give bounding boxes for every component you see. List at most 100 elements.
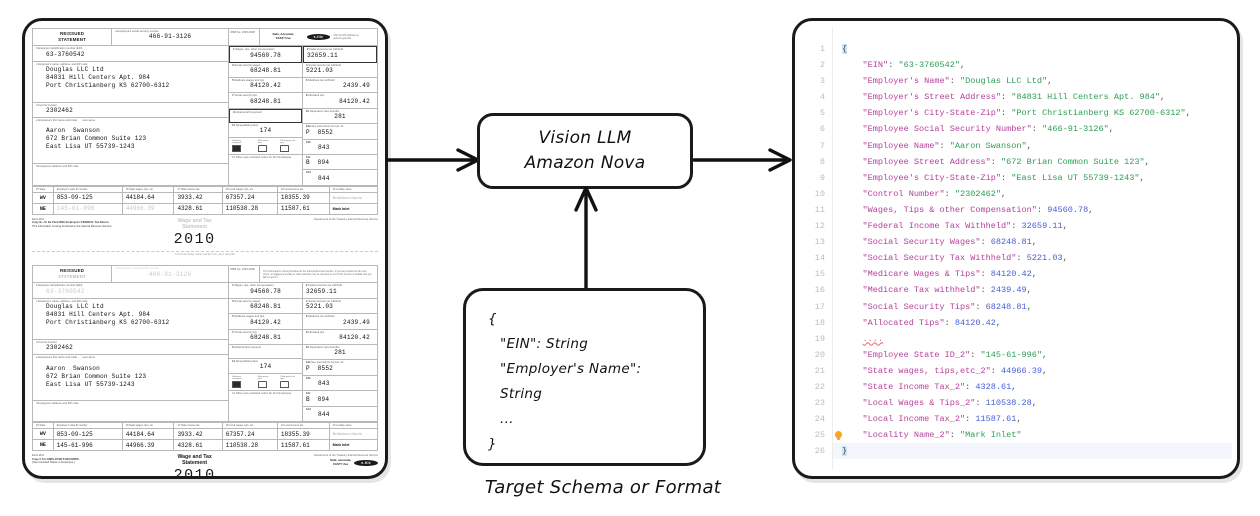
box-10-2: 10 Dependent care benefits 281 bbox=[303, 345, 377, 361]
employee-cell-2: e Employee's first name and initial Last… bbox=[33, 355, 229, 402]
box13-retirement: Retirement plan bbox=[257, 140, 273, 152]
ssn-value: 466-91-3126 bbox=[148, 33, 192, 41]
box-10: 10 Dependent care benefits 281 bbox=[303, 109, 377, 125]
code-line[interactable]: "Social Security Wages": 68248.81, bbox=[862, 237, 1037, 248]
w2-footer-copy-b: Form W-2 Copy B—To Be Filed With Employe… bbox=[32, 217, 378, 248]
employer-cell: c Employer's name, address, and ZIP code… bbox=[33, 62, 229, 103]
arrow-schema-to-model bbox=[574, 186, 598, 292]
code-line[interactable]: "Local Income Tax_2": 11587.61, bbox=[862, 414, 1022, 425]
w2-body-grid: b Employer identification number (EIN) 6… bbox=[32, 45, 378, 186]
box13-sickpay: Third-party sick pay bbox=[280, 140, 299, 152]
code-line[interactable]: } bbox=[833, 443, 1232, 460]
box-14-2: 14 Other (see enclosed notice for W-2 Em… bbox=[232, 391, 292, 395]
employee-street: 672 Brian Common Suite 123 bbox=[46, 135, 147, 143]
irs-website-note: Visit the IRS Website at www.irs.gov/efi… bbox=[333, 33, 359, 41]
code-editor-area[interactable]: { "EIN": "63-3760542", "Employer's Name"… bbox=[832, 27, 1232, 470]
line-number: 1 bbox=[819, 44, 825, 54]
checkbox-statutory-employee[interactable] bbox=[232, 144, 242, 152]
code-line[interactable]: "Employee's City-State-Zip": "East Lisa … bbox=[862, 172, 1145, 183]
reissued-text: REISSUED bbox=[60, 31, 85, 36]
line-number: 2 bbox=[819, 60, 825, 71]
code-line[interactable]: "Social Security Tax Withheld": 5221.03, bbox=[862, 253, 1068, 264]
reissued-statement-label: REISSUED STATEMENT bbox=[33, 29, 113, 46]
checkbox-retirement-plan-2[interactable] bbox=[257, 380, 267, 388]
w2-header: REISSUED STATEMENT a Employee's social s… bbox=[32, 28, 378, 46]
target-schema-box[interactable]: { "EIN": String "Employer's Name": Strin… bbox=[463, 288, 706, 466]
document-panel[interactable]: REISSUED STATEMENT a Employee's social s… bbox=[22, 18, 388, 479]
code-line[interactable]: "Employer's Street Address": "84831 Hill… bbox=[862, 92, 1166, 103]
lightbulb-icon[interactable] bbox=[835, 431, 842, 441]
checkbox-third-party-sick-pay-2[interactable] bbox=[280, 380, 290, 388]
checkbox-third-party-sick-pay[interactable] bbox=[280, 144, 290, 152]
employee-name: Aaron Swanson bbox=[46, 127, 101, 135]
code-line[interactable]: "State Income Tax_2": 4328.61, bbox=[862, 381, 1017, 392]
w2-boxes-col-even-2: 2 Federal income tax withheld 32659.11 4… bbox=[303, 283, 377, 421]
box-9: 9 Advance EIC payment bbox=[229, 108, 303, 123]
line-number: 14 bbox=[814, 253, 825, 264]
vision-llm-box[interactable]: Vision LLM Amazon Nova bbox=[477, 113, 693, 189]
w2-boxes-col-odd: 1 Wages, tips, other compensation 94560.… bbox=[229, 46, 304, 185]
box-12c: 12c B 894 bbox=[303, 155, 377, 171]
code-line[interactable]: "Control Number": "2302462", bbox=[862, 188, 1007, 199]
code-line[interactable]: "Employer's Name": "Douglas LLC Ltd", bbox=[862, 76, 1053, 87]
w2-boxes-col-odd-2: 1 Wages, tips, other compensation 94560.… bbox=[229, 283, 304, 421]
w2-right-columns-2: 1 Wages, tips, other compensation 94560.… bbox=[229, 283, 377, 421]
line-number: 21 bbox=[814, 365, 825, 376]
code-line[interactable]: .... bbox=[862, 333, 884, 344]
w2-footer-copy-c: Form W-2 Copy C For EMPLOYEE'S RECORDS. … bbox=[32, 454, 378, 479]
line-number: 7 bbox=[819, 140, 825, 151]
box-13-2: Statutory employee Retirement plan Third… bbox=[229, 374, 303, 391]
schema-open-brace: { bbox=[488, 311, 497, 327]
code-line[interactable]: "State wages, tips,etc_2": 44966.39, bbox=[862, 365, 1048, 376]
model-line-2: Amazon Nova bbox=[524, 153, 646, 173]
omb-label-2: OMB No. 1545-0008 bbox=[229, 266, 261, 283]
code-line[interactable]: "Allocated Tips": 84120.42, bbox=[862, 317, 1002, 328]
code-line[interactable]: "Wages, Tips & other Compensation": 9456… bbox=[862, 204, 1094, 215]
box-6-2: 6 Medicare tax withheld 2439.49 bbox=[303, 314, 377, 330]
code-line[interactable]: "Employee Social Security Number": "466-… bbox=[862, 124, 1114, 135]
ein-cell-2: b Employer identification number (EIN) 6… bbox=[33, 283, 229, 299]
ein-cell: b Employer identification number (EIN) 6… bbox=[33, 46, 229, 62]
box-4-2: 4 Social security tax withheld 5221.03 bbox=[303, 299, 377, 315]
box-7-2: 7 Social security tips 68248.81 bbox=[229, 330, 303, 345]
w2-boxes-col-even: 2 Federal income tax withheld 32659.11 4… bbox=[303, 46, 377, 185]
control-number-cell-2: d Control number 2302462 bbox=[33, 340, 229, 356]
box13-statutory-2: Statutory employee bbox=[232, 376, 251, 388]
code-line[interactable]: { bbox=[842, 44, 848, 54]
employer-name: Douglas LLC Ltd bbox=[46, 66, 104, 73]
box-12b: 12b 843 bbox=[303, 140, 377, 156]
schema-line-ellipsis: ... bbox=[500, 411, 514, 427]
table-row: NE 145-61-996 44966.39 4328.61 110538.28… bbox=[32, 202, 379, 215]
line-number: 22 bbox=[814, 381, 825, 392]
control-number-value: 2302462 bbox=[46, 107, 73, 114]
code-line[interactable]: "EIN": "63-3760542", bbox=[862, 60, 966, 71]
reissued-statement-label-2: REISSUED STATEMENT bbox=[33, 266, 113, 283]
ein-value: 63-3760542 bbox=[46, 50, 85, 58]
code-line[interactable]: "Social Security Tips": 68248.81, bbox=[862, 301, 1032, 312]
box-5: 5 Medicare wages and tips 84120.42 bbox=[229, 78, 303, 94]
box-12b-2: 12b 843 bbox=[303, 376, 377, 392]
wage-title-2: Statement bbox=[182, 224, 208, 231]
code-line[interactable]: "Employer's City-State-Zip": "Port Chris… bbox=[862, 108, 1191, 119]
code-line[interactable]: "Medicare Wages & Tips": 84120.42, bbox=[862, 269, 1037, 280]
checkbox-statutory-employee-2[interactable] bbox=[232, 380, 242, 388]
box-8: 8 Allocated tips 84120.42 bbox=[303, 93, 377, 109]
efile-icon-2: e-file bbox=[354, 459, 378, 466]
code-line[interactable]: "Employee Street Address": "672 Brian Co… bbox=[862, 156, 1150, 167]
box-12d-2: 12d 844 bbox=[306, 407, 330, 418]
code-line[interactable]: "Local Wages & Tips_2": 110538.28, bbox=[862, 398, 1037, 409]
code-line[interactable]: "Federal Income Tax Withheld": 32659.11, bbox=[862, 221, 1068, 232]
box-12a-2: 12a See instructions for box 12 P 8552 bbox=[303, 360, 377, 376]
state-local-table-2: 15 State Employer's state ID number 16 S… bbox=[32, 422, 379, 451]
form-number: Form W-2 bbox=[32, 217, 44, 221]
code-line[interactable]: "Locality Name_2": "Mark Inlet" bbox=[835, 427, 1232, 443]
code-line[interactable]: "Employee State ID_2": "145-61-996", bbox=[862, 349, 1048, 360]
code-line[interactable]: "Medicare Tax withheld": 2439.49, bbox=[862, 285, 1032, 296]
tax-year: 2010 bbox=[173, 230, 216, 248]
arrow-doc-to-model bbox=[386, 148, 480, 172]
employee-citystatezip: East Lisa UT 55739-1243 bbox=[46, 143, 135, 151]
checkbox-retirement-plan[interactable] bbox=[257, 144, 267, 152]
code-line[interactable]: "Employee Name": "Aaron Swanson", bbox=[862, 140, 1032, 151]
box-14: 14 Other (see enclosed notice for W-2 Em… bbox=[232, 155, 292, 159]
